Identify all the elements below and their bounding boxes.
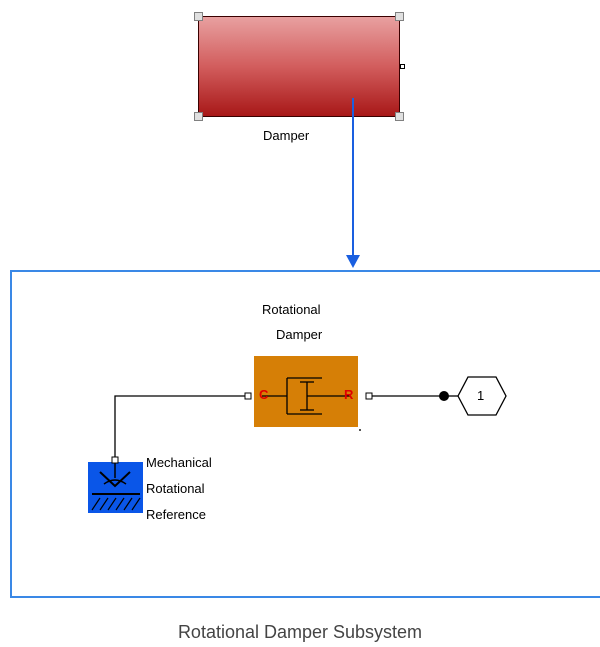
port-r-label: R xyxy=(344,387,354,402)
rotational-damper-block[interactable] xyxy=(254,356,358,427)
reference-label-line3: Reference xyxy=(146,507,206,522)
port-r-square xyxy=(365,392,373,400)
subsystem-caption: Rotational Damper Subsystem xyxy=(177,622,423,642)
port-c-label: C xyxy=(259,387,269,402)
resize-handle-top-left[interactable] xyxy=(194,12,203,21)
reference-port-square xyxy=(111,456,119,464)
reference-block[interactable] xyxy=(88,462,143,513)
resize-handle-top-right[interactable] xyxy=(395,12,404,21)
resize-handle-bottom-left[interactable] xyxy=(194,112,203,121)
port-c-square xyxy=(244,392,252,400)
outport-hexagon xyxy=(457,376,507,416)
reference-label-line1: Mechanical xyxy=(146,455,212,470)
subsystem-port[interactable] xyxy=(400,64,405,69)
outport-block[interactable] xyxy=(458,377,506,415)
resize-handle-bottom-right[interactable] xyxy=(395,112,404,121)
damper-label-line1: Rotational xyxy=(262,302,321,317)
damper-label-line2: Damper xyxy=(276,327,323,342)
damper-subsystem-block[interactable] xyxy=(198,16,400,117)
reference-label-line2: Rotational xyxy=(146,481,205,496)
expand-arrow-head xyxy=(346,255,360,268)
subsystem-frame xyxy=(10,270,600,598)
reference-ground-icon xyxy=(88,462,143,513)
damper-symbol-overlay xyxy=(262,377,350,415)
wire-c-to-reference xyxy=(114,395,249,458)
subsystem-label: Damper xyxy=(263,128,310,143)
outport-number: 1 xyxy=(477,388,485,403)
